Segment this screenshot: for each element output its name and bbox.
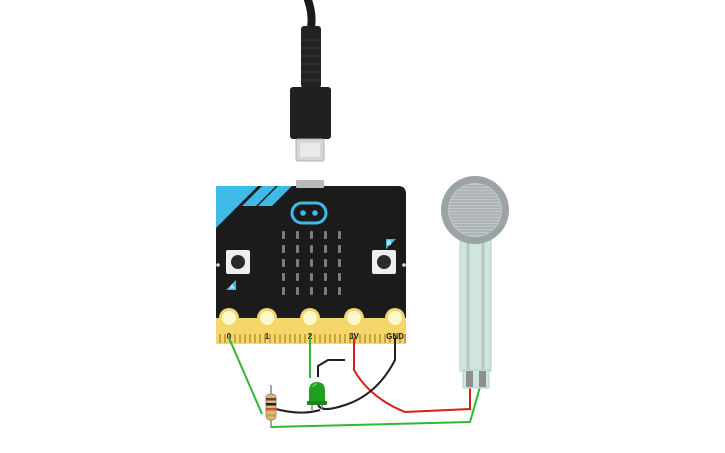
led-matrix-cell xyxy=(338,245,341,253)
button-b[interactable] xyxy=(372,250,396,274)
led-matrix-cell xyxy=(338,259,341,267)
led-matrix-cell xyxy=(282,259,285,267)
resistor[interactable] xyxy=(265,385,277,428)
wire-green-ground-rail xyxy=(270,386,481,428)
led-matrix-cell xyxy=(296,287,299,295)
wire-black-gnd-2 xyxy=(271,407,321,414)
pin-label: 2 xyxy=(308,332,313,341)
button-b-marker: B xyxy=(386,239,396,249)
led-matrix xyxy=(282,231,341,295)
led-matrix-cell xyxy=(338,273,341,281)
green-led[interactable] xyxy=(307,382,327,410)
pin-pad-0[interactable]: 0 xyxy=(219,308,239,341)
led-matrix-cell xyxy=(310,259,313,267)
usb-port xyxy=(296,180,324,188)
pin-pad-gnd[interactable]: GND xyxy=(385,308,405,341)
led-matrix-cell xyxy=(324,273,327,281)
led-matrix-cell xyxy=(296,259,299,267)
led-matrix-cell xyxy=(282,245,285,253)
led-matrix-cell xyxy=(338,231,341,239)
logo-icon xyxy=(290,201,328,225)
wires xyxy=(228,337,481,428)
pin-pad-2[interactable]: 2 xyxy=(300,308,320,341)
force-sensor[interactable] xyxy=(441,176,509,389)
led-matrix-cell xyxy=(310,245,313,253)
led-matrix-cell xyxy=(282,231,285,239)
board-accent-stripe xyxy=(216,186,258,228)
microbit-board[interactable]: A B 0 1 2 3V GND xyxy=(216,180,406,344)
button-a-marker: A xyxy=(226,280,236,291)
svg-text:B: B xyxy=(387,241,392,247)
wire-green-pin0 xyxy=(228,337,263,415)
pin-label: 1 xyxy=(265,332,270,341)
led-matrix-cell xyxy=(310,287,313,295)
led-matrix-cell xyxy=(324,259,327,267)
led-matrix-cell xyxy=(310,273,313,281)
usb-cable[interactable] xyxy=(290,0,331,162)
pin-label: GND xyxy=(386,332,404,341)
pin-label: 0 xyxy=(227,332,232,341)
led-matrix-cell xyxy=(296,245,299,253)
pin-label: 3V xyxy=(349,332,359,341)
led-matrix-cell xyxy=(296,273,299,281)
led-matrix-cell xyxy=(282,287,285,295)
led-matrix-cell xyxy=(310,231,313,239)
wire-red-3v xyxy=(353,338,471,414)
led-matrix-cell xyxy=(324,287,327,295)
led-matrix-cell xyxy=(324,231,327,239)
button-a[interactable] xyxy=(226,250,250,274)
led-matrix-cell xyxy=(338,287,341,295)
led-matrix-cell xyxy=(324,245,327,253)
pin-pad-1[interactable]: 1 xyxy=(257,308,277,341)
led-matrix-cell xyxy=(282,273,285,281)
pin-pad-3v[interactable]: 3V xyxy=(344,308,364,341)
svg-text:A: A xyxy=(230,285,235,291)
led-matrix-cell xyxy=(296,231,299,239)
